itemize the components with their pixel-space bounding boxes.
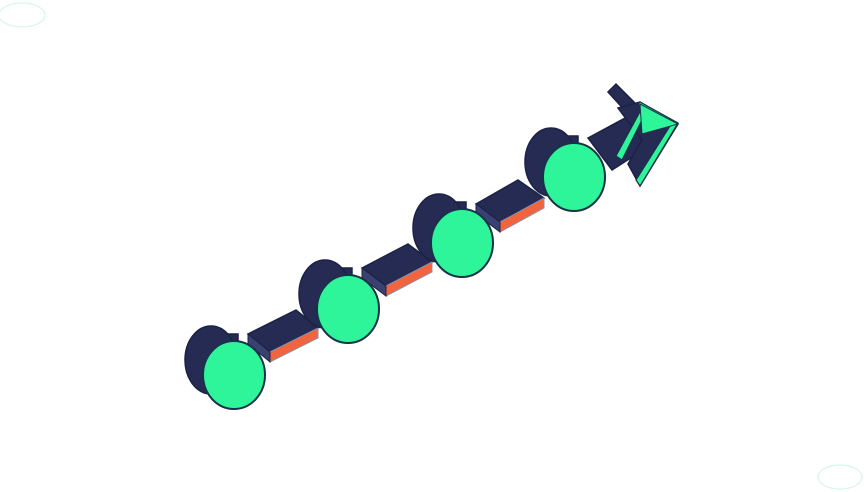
connector-1 [246,309,320,364]
cylinder-node-4 [524,127,606,212]
arrowhead [586,82,680,188]
connector-2 [360,243,434,297]
cylinder-node-3 [412,193,494,278]
cylinder-node-1 [184,325,266,410]
corner-ellipse-bottom-right [817,464,863,490]
corner-ellipse-top-left [0,2,46,28]
connector-3 [474,179,546,233]
arrow-tip-green [639,103,680,135]
cylinder-node-2 [298,259,380,344]
